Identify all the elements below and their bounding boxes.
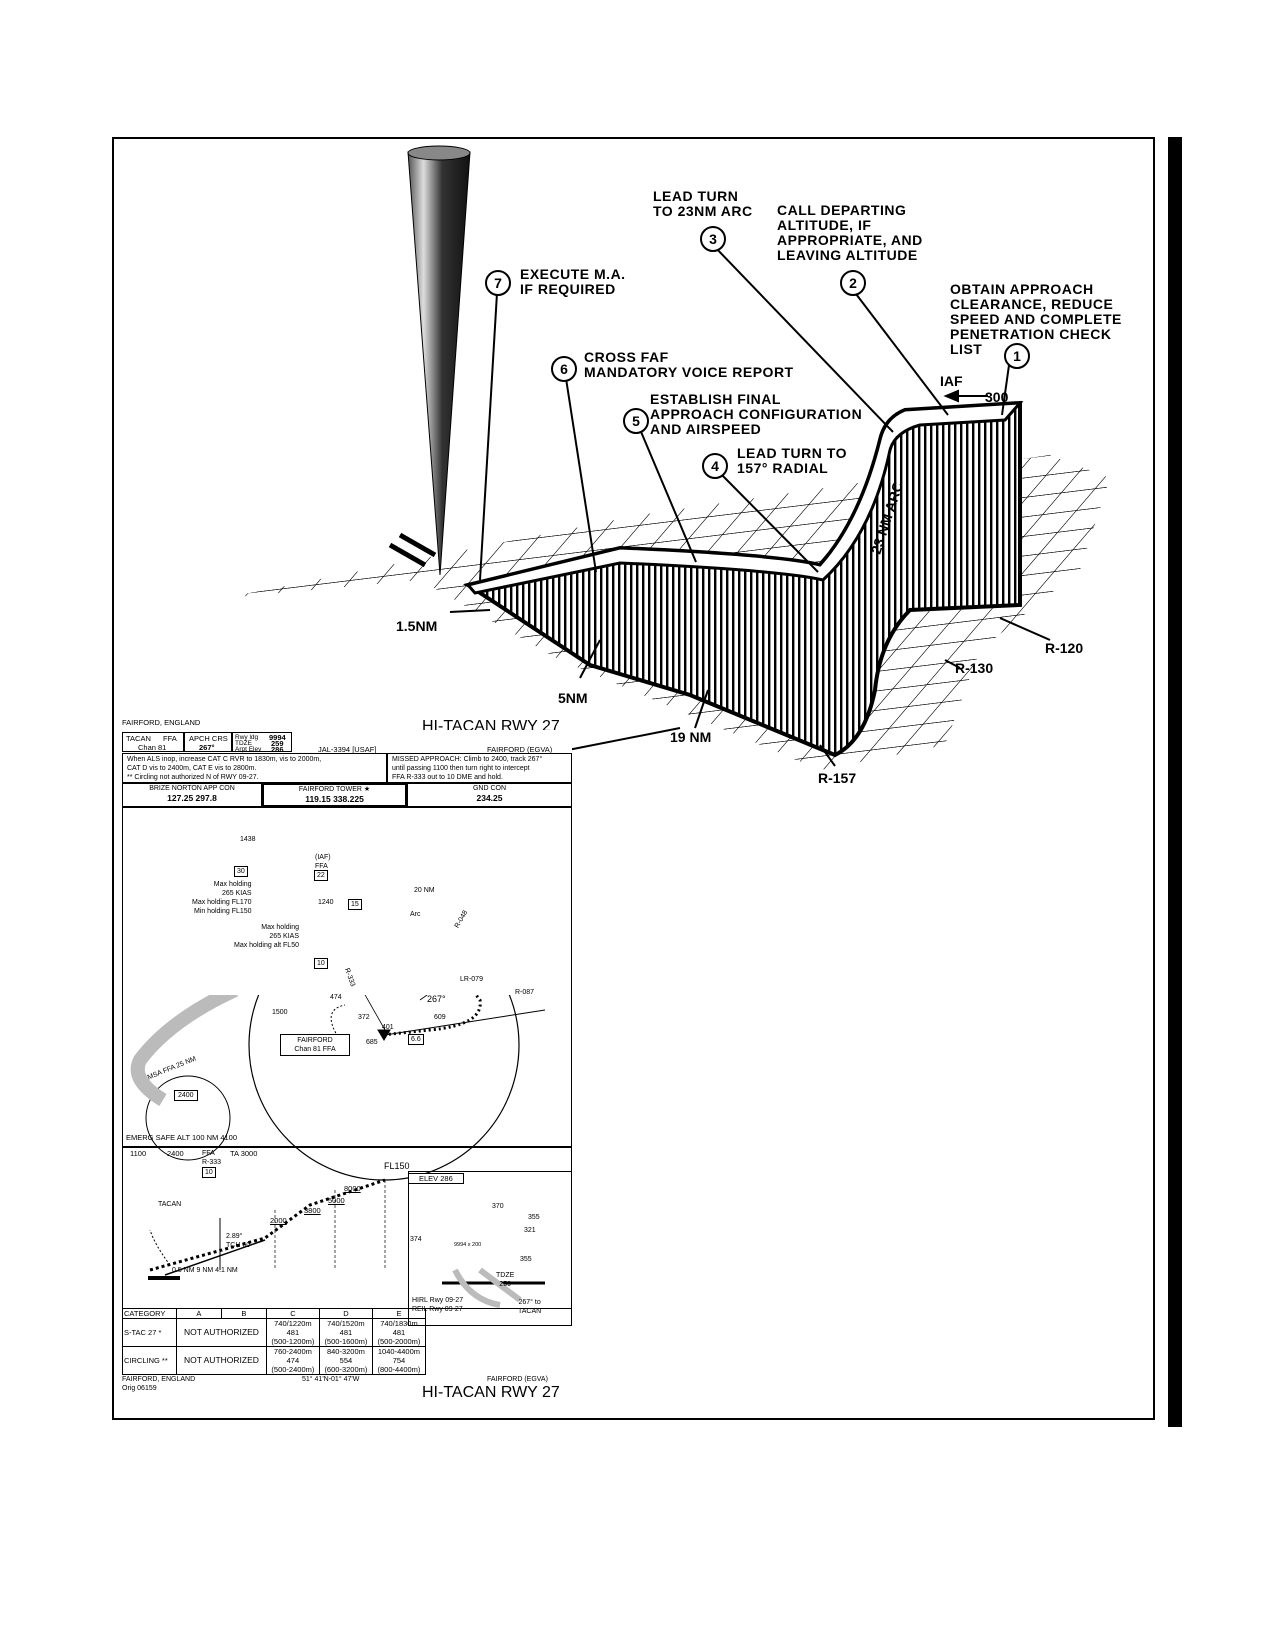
navaid-box: FAIRFORD Chan 81 FFA	[280, 1034, 350, 1056]
margin-bar	[1168, 137, 1182, 1427]
glide-slope: 2.89° TCH 60	[226, 1233, 251, 1249]
callout-2-marker: 2	[840, 270, 866, 296]
callout-2-text: CALL DEPARTING ALTITUDE, IF APPROPRIATE,…	[777, 202, 923, 263]
callout-6-text: CROSS FAF MANDATORY VOICE REPORT	[584, 349, 794, 380]
callout-7-text: EXECUTE M.A. IF REQUIRED	[520, 266, 626, 297]
arc-label-plan: Arc	[410, 911, 421, 918]
alt-1438: 1438	[240, 836, 256, 843]
alt-401: 401	[382, 1024, 394, 1031]
callout-3-text: LEAD TURN TO 23NM ARC	[653, 188, 753, 219]
profile-distances: 0.5 NM 9 NM 4.1 NM	[172, 1267, 238, 1274]
runway-symbol	[388, 532, 437, 568]
ma-2400: 2400	[167, 1149, 184, 1158]
alt-474: 474	[330, 994, 342, 1001]
alt-685: 685	[366, 1039, 378, 1046]
ma-dme: 10	[202, 1167, 216, 1178]
callout-4-text: LEAD TURN TO 157° RADIAL	[737, 445, 847, 476]
callout-4-marker: 4	[702, 453, 728, 479]
obstacle-374: 374	[410, 1236, 422, 1243]
obstacle-321: 321	[524, 1227, 536, 1234]
dme-30: 30	[234, 866, 248, 877]
transition-altitude: TA 3000	[230, 1149, 258, 1158]
radial-130-label: R-130	[955, 660, 994, 676]
radial-087: R-087	[515, 989, 535, 996]
obstacle-370: 370	[492, 1203, 504, 1210]
footer-coordinates: 51° 41'N-01° 47'W	[302, 1376, 360, 1383]
footer-airport: FAIRFORD (EGVA)	[487, 1376, 548, 1383]
iaf-altitude: 300	[985, 389, 1009, 405]
callout-3-marker: 3	[700, 226, 726, 252]
callout-5-text: ESTABLISH FINAL APPROACH CONFIGURATION A…	[650, 391, 863, 437]
msa-altitude: 2400	[174, 1090, 198, 1101]
iaf-label: IAF	[940, 373, 963, 389]
dme-15: 15	[348, 899, 362, 910]
distance-1-5nm-label: 1.5NM	[396, 618, 438, 634]
dme-10: 10	[314, 958, 328, 969]
callout-7-marker: 7	[485, 270, 511, 296]
plan-view-box	[122, 807, 572, 1147]
alt-372: 372	[358, 1014, 370, 1021]
callout-leaders	[449, 244, 1051, 767]
comm-box-1: BRIZE NORTON APP CON 127.25 297.8	[122, 783, 262, 807]
plate-location: FAIRFORD, ENGLAND	[122, 718, 201, 727]
plate-airport: FAIRFORD (EGVA)	[487, 745, 553, 754]
comm-box-3: GND CON 234.25	[407, 783, 572, 807]
lead-radial-079: LR-079	[460, 976, 483, 983]
arc-20nm: 20 NM	[414, 887, 435, 894]
callout-1-text: OBTAIN APPROACH CLEARANCE, REDUCE SPEED …	[950, 281, 1122, 357]
obstacle-355-b: 355	[520, 1256, 532, 1263]
final-course: 267°	[427, 994, 446, 1004]
missed-approach-box: MISSED APPROACH: Climb to 2400, track 26…	[387, 753, 572, 783]
alt-1500: 1500	[272, 1009, 288, 1016]
ma-fix: FFA R-333	[202, 1150, 222, 1166]
distance-19nm-label: 19 NM	[670, 729, 712, 745]
profile-5000: 5000	[328, 1196, 345, 1205]
field-elevation: ELEV 286	[408, 1173, 464, 1184]
profile-fl150: FL150	[384, 1161, 410, 1171]
footer-title: HI-TACAN RWY 27	[422, 1384, 560, 1401]
runway-dimensions: 9994 x 200	[454, 1242, 482, 1248]
airport-tdze: TDZE 259	[496, 1272, 515, 1288]
airport-diagram-box	[408, 1171, 572, 1326]
tacan-course-note: 267° to TACAN	[518, 1299, 542, 1315]
comm-box-2: FAIRFORD TOWER ★ 119.15 338.225	[262, 783, 407, 807]
radial-157-label: R-157	[818, 770, 857, 786]
plate-jal: JAL-3394 [USAF]	[318, 745, 377, 754]
rwy-data-box: Rwy ldg 9994 TDZE 259 Arpt Elev 286	[232, 732, 292, 754]
profile-3800: 3800	[304, 1206, 321, 1215]
callout-1-marker: 1	[1004, 343, 1030, 369]
alt-609: 609	[434, 1014, 446, 1021]
tacan-box: TACAN FFA Chan 81	[122, 732, 184, 752]
apch-crs-box: APCH CRS 267°	[184, 732, 232, 752]
alt-1240: 1240	[318, 899, 334, 906]
approach-plate: FAIRFORD, ENGLAND HI-TACAN RWY 27 TACAN …	[122, 718, 572, 1403]
page-frame	[112, 137, 1155, 1420]
profile-tacan: TACAN	[158, 1201, 182, 1208]
tacan-cone	[407, 151, 471, 576]
radial-120-label: R-120	[1045, 640, 1084, 656]
dme-22: 22	[314, 870, 328, 881]
profile-2000: 2000	[270, 1216, 287, 1225]
footer-location: FAIRFORD, ENGLAND Orig 06159	[122, 1376, 196, 1392]
minimums-table: CATEGORY A B C D E S-TAC 27 * NOT AUTHOR…	[122, 1308, 427, 1375]
ma-1100: 1100	[130, 1149, 147, 1158]
dme-6-6: 6.6	[408, 1034, 424, 1045]
obstacle-355-a: 355	[528, 1214, 540, 1221]
callout-6-marker: 6	[551, 356, 577, 382]
profile-8000: 8000	[344, 1184, 361, 1193]
notes-box: When ALS inop, increase CAT C RVR to 183…	[122, 753, 387, 783]
callout-5-marker: 5	[623, 408, 649, 434]
distance-5nm-label: 5NM	[558, 690, 588, 706]
emergency-safe-altitude: EMERG SAFE ALT 100 NM 4100	[126, 1133, 238, 1142]
holding-2-note: Max holding 265 KIAS Max holding alt FL5…	[234, 924, 299, 949]
holding-1-note: Max holding 265 KIAS Max holding FL170 M…	[192, 881, 252, 915]
iaf-fix: (IAF) FFA	[315, 854, 331, 870]
